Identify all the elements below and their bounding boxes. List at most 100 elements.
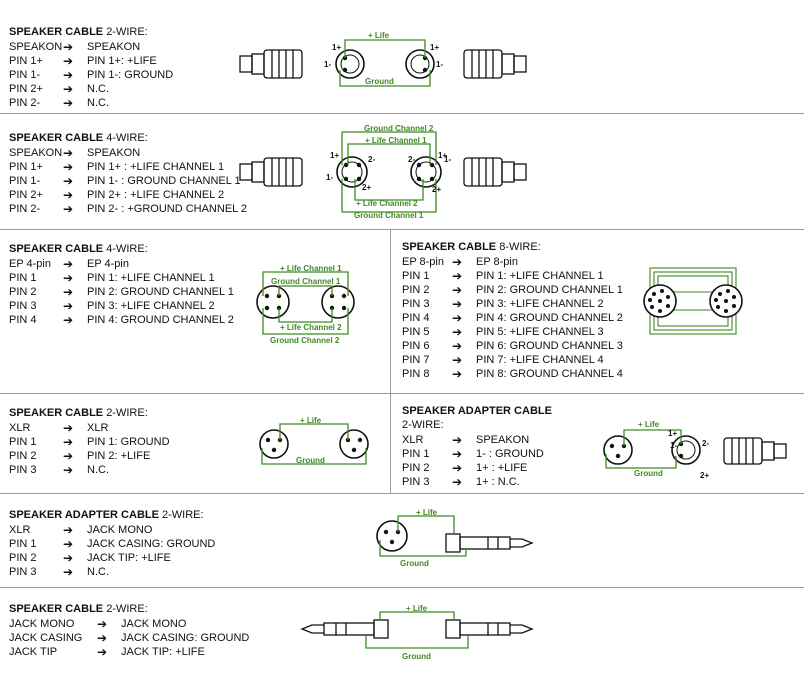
arrow-right-icon: ➔: [452, 339, 463, 353]
arrow-right-icon: ➔: [452, 311, 463, 325]
pin-dot: [666, 304, 670, 308]
arrow-right-icon: ➔: [452, 255, 463, 269]
pin-source: PIN 2-: [9, 203, 41, 215]
socket-inner-ring: [676, 440, 696, 460]
pin-dot: [429, 176, 435, 182]
title-sub: 4-WIRE:: [106, 243, 148, 255]
pin-destination: PIN 2- : +GROUND CHANNEL 2: [87, 203, 248, 215]
title-main: SPEAKER CABLE: [9, 26, 104, 38]
pin-destination: PIN 1: +LIFE CHANNEL 1: [87, 272, 215, 284]
section-4-title: SPEAKER CABLE 8-WIRE:: [402, 241, 541, 253]
pin-destination: PIN 8: GROUND CHANNEL 4: [476, 368, 623, 380]
pin-label: 1-: [444, 155, 451, 164]
wire-life-ch1: [347, 143, 431, 165]
label-life: + Life: [406, 604, 428, 613]
label-ground: Ground: [400, 559, 429, 568]
pin-dot: [356, 176, 362, 182]
arrow-right-icon: ➔: [63, 82, 74, 96]
arrow-right-icon: ➔: [63, 449, 74, 463]
pin-label: 2+: [700, 471, 709, 480]
pin-source: PIN 2: [9, 552, 37, 564]
pin-dot: [732, 304, 736, 308]
speakon-plug-left: [239, 49, 303, 79]
pin-source: PIN 3: [9, 464, 37, 476]
arrow-right-icon: ➔: [452, 461, 463, 475]
wire-ground: [365, 635, 469, 649]
separator: [390, 229, 391, 493]
pin-destination: EP 4-pin: [87, 258, 129, 270]
pin-source: PIN 6: [402, 340, 430, 352]
pin-source: PIN 2-: [9, 97, 41, 109]
pin-source: PIN 1-: [9, 175, 41, 187]
pin-dot: [343, 176, 349, 182]
xlr-face: [376, 520, 408, 552]
label-life: + Life: [416, 508, 438, 517]
section-5-wiring-diagram: + Life Ground: [259, 416, 369, 465]
label-life-ch1: + Life Channel 1: [280, 264, 342, 273]
pin-label: 1+: [438, 151, 447, 160]
pin-dot: [341, 293, 347, 299]
wire-ground-ch1: [341, 179, 437, 213]
pin-destination: SPEAKON: [476, 434, 530, 446]
pin-label: 1-: [670, 441, 677, 450]
pin-destination: EP 8-pin: [476, 256, 518, 268]
pin-destination: N.C.: [87, 83, 109, 95]
pin-destination: N.C.: [87, 97, 109, 109]
pin-destination: PIN 7: +LIFE CHANNEL 4: [476, 354, 604, 366]
speakon-plug-right: [463, 49, 527, 79]
label-ground-ch1: Ground Channel 1: [354, 211, 424, 220]
title-sub: 2-WIRE:: [106, 603, 148, 615]
pin-destination: PIN 3: +LIFE CHANNEL 2: [476, 298, 604, 310]
arrow-right-icon: ➔: [63, 313, 74, 327]
pin-dot: [714, 298, 718, 302]
pin-source: PIN 2: [402, 284, 430, 296]
pin-source: PIN 2: [9, 286, 37, 298]
pin-source: PIN 1+: [9, 55, 43, 67]
pin-destination: JACK MONO: [121, 618, 187, 630]
pin-destination: PIN 2: GROUND CHANNEL 1: [476, 284, 623, 296]
section-3-wiring-diagram: + Life Channel 1 Ground Channel 1 + Life…: [256, 264, 355, 345]
speakon-socket-face-b: [405, 49, 435, 79]
pin-dot: [678, 453, 684, 459]
arrow-right-icon: ➔: [63, 551, 74, 565]
pin-source: PIN 2+: [9, 83, 43, 95]
pin-destination: SPEAKON: [87, 147, 141, 159]
pin-source: PIN 1+: [9, 161, 43, 173]
wire-ground-ch1: [278, 285, 333, 296]
wire-life: [379, 611, 455, 620]
wire-ground: [261, 448, 367, 465]
title-sub: 2-WIRE:: [402, 419, 444, 431]
label-life-ch2: + Life Channel 2: [356, 199, 418, 208]
label-ground: Ground: [402, 652, 431, 661]
arrow-right-icon: ➔: [452, 433, 463, 447]
wire-life: [397, 515, 455, 534]
label-life-ch1: + Life Channel 1: [365, 136, 427, 145]
title-sub: 8-WIRE:: [499, 241, 541, 253]
label-life: + Life: [368, 31, 390, 40]
separator: [0, 229, 804, 230]
socket-inner-ring: [410, 54, 430, 74]
pin-source: PIN 7: [402, 354, 430, 366]
title-main: SPEAKER CABLE: [9, 603, 104, 615]
pin-dot: [658, 309, 662, 313]
pin-source: XLR: [9, 524, 31, 536]
jack-plug-left: [300, 619, 389, 639]
pin-destination: PIN 2: +LIFE: [87, 450, 151, 462]
arrow-right-icon: ➔: [97, 617, 108, 631]
speakon-plug-left: [239, 157, 303, 187]
pin-destination: PIN 1: GROUND: [87, 436, 170, 448]
pin-destination: XLR: [87, 422, 109, 434]
pin-destination: 1- : GROUND: [476, 448, 544, 460]
arrow-right-icon: ➔: [63, 435, 74, 449]
pin-label: 1-: [436, 60, 443, 69]
pin-destination: JACK MONO: [87, 524, 153, 536]
pin-dot: [724, 309, 728, 313]
speakon-plug: [723, 437, 787, 465]
wire-life: [623, 429, 682, 446]
pin-source: XLR: [402, 434, 424, 446]
pin-label: 2-: [408, 155, 415, 164]
arrow-right-icon: ➔: [452, 325, 463, 339]
label-ground-ch2: Ground Channel 2: [364, 124, 434, 133]
arrow-right-icon: ➔: [97, 645, 108, 659]
